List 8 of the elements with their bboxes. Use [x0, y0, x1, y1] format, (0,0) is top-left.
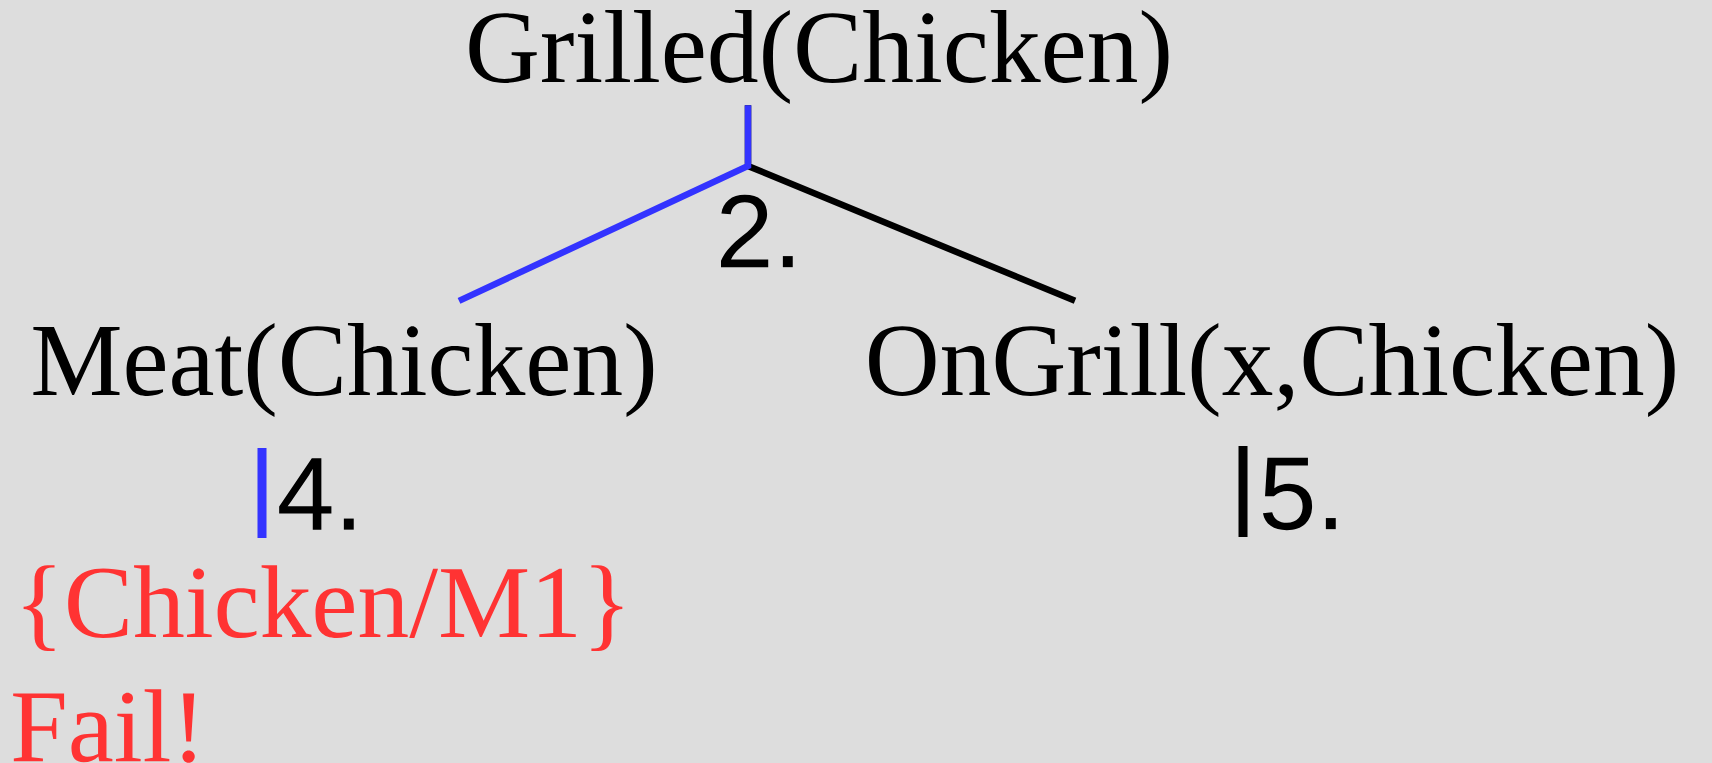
- formula-text: Meat(Chicken): [33, 323, 654, 417]
- formula-text: Grilled(Chicken): [469, 10, 1169, 104]
- step-number: 4.: [279, 458, 354, 530]
- result-text: Fail!: [13, 689, 195, 763]
- step-number: 2.: [721, 194, 793, 268]
- formula-text: OnGrill(x,Chicken): [869, 323, 1675, 417]
- substitution-text: {Chicken/M1}: [23, 565, 623, 651]
- step-number: 5.: [1262, 457, 1336, 531]
